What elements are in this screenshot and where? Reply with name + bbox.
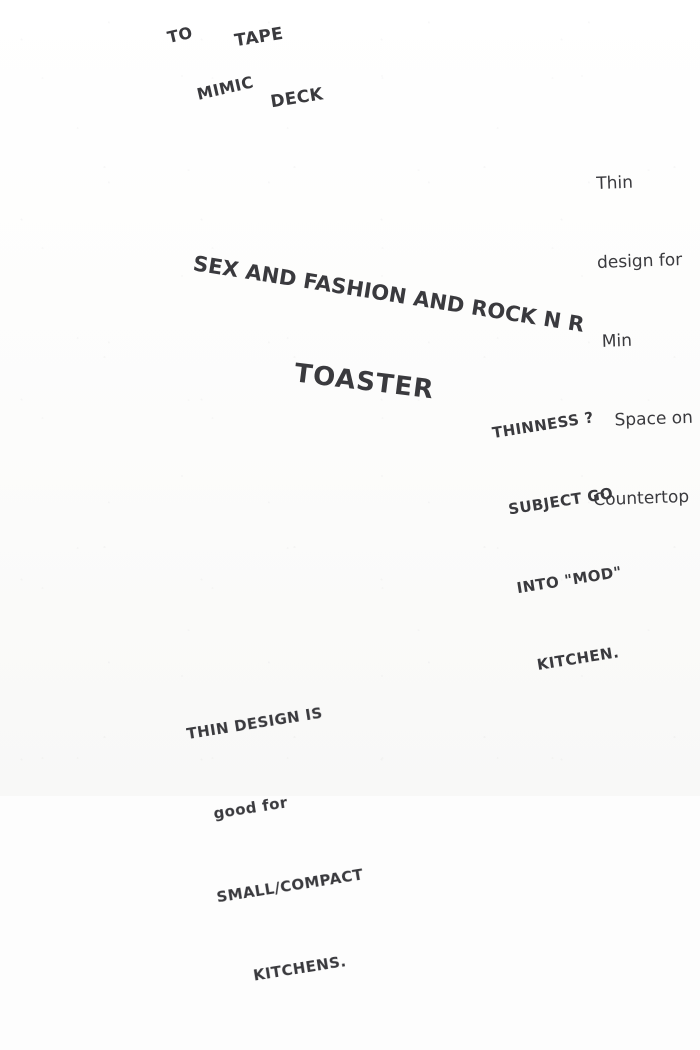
small-square-button[interactable] [365, 408, 388, 428]
leader-arrow-top [191, 27, 219, 87]
sketch-sheet: SEX AND FASHION AND ROCK N R TOASTER TO … [0, 0, 700, 985]
leader-arrow-right [537, 131, 579, 151]
toaster-sketch-drawing [20, 2, 579, 695]
annotation-bottom-line-3: SMALL/COMPACT [215, 865, 365, 907]
annotation-bottom-line-4: KITCHENS. [252, 952, 348, 985]
round-button[interactable] [35, 285, 71, 325]
base-foot [91, 577, 174, 695]
toast-slot-group [219, 61, 349, 138]
